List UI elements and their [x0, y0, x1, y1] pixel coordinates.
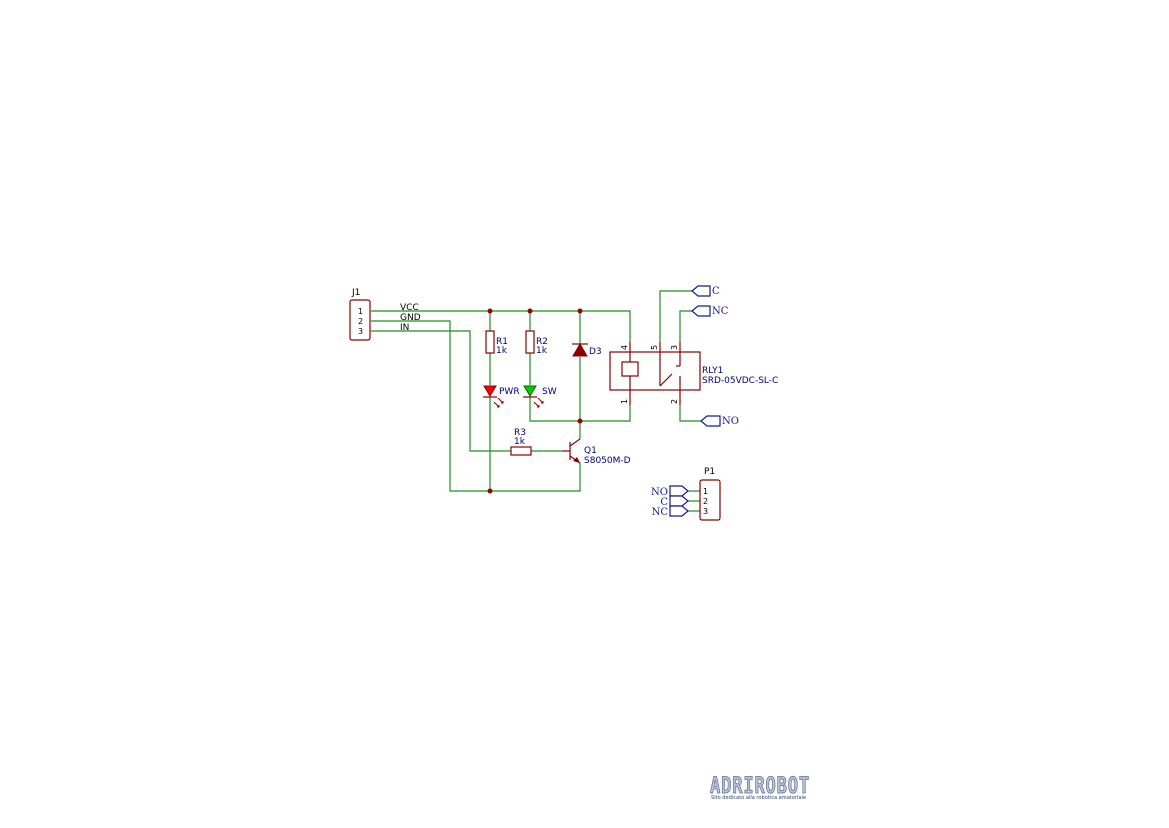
- wire-gnd: [371, 320, 581, 492]
- p1-port-no-shape: [669, 485, 689, 497]
- wire-no: [679, 405, 701, 422]
- junctions: [487, 308, 583, 494]
- led-sw[interactable]: SW: [523, 385, 557, 408]
- relay-coil: [621, 361, 639, 377]
- wires: [371, 290, 701, 512]
- relay-armature: [659, 373, 673, 387]
- port-c-shape: [691, 285, 711, 297]
- resistor-r1[interactable]: R1 1k: [485, 330, 508, 356]
- r1-value: 1k: [496, 346, 508, 356]
- q1-value: S8050M-D: [584, 456, 631, 466]
- port-no[interactable]: NO: [700, 415, 739, 427]
- logo-brand: ADRIROBOT: [710, 774, 810, 799]
- q1-collector-lead: [569, 438, 581, 447]
- resistor-r2[interactable]: R2 1k: [525, 330, 548, 356]
- r2-ref: R2: [536, 337, 548, 347]
- diode-d3[interactable]: D3: [572, 343, 602, 357]
- p1-pin-1: 1: [703, 487, 708, 496]
- p1-port-nc-shape: [669, 505, 689, 517]
- connector-p1[interactable]: P1 1 2 3 NO C NC: [651, 467, 721, 521]
- d3-triangle: [572, 343, 588, 357]
- led-pwr-label: PWR: [499, 387, 520, 397]
- q1-ref: Q1: [584, 446, 597, 456]
- p1-body: [699, 479, 721, 521]
- r3-ref: R3: [514, 428, 526, 438]
- transistor-q1[interactable]: Q1 S8050M-D: [562, 438, 631, 466]
- p1-port-c-label: C: [660, 497, 668, 508]
- led-sw-arrows: [533, 397, 544, 408]
- junction-dot: [487, 488, 493, 494]
- r3-value: 1k: [514, 437, 526, 447]
- port-nc-label: NC: [712, 306, 729, 317]
- relay-pin-1: 1: [620, 399, 629, 404]
- net-label-in: IN: [400, 323, 409, 333]
- led-pwr[interactable]: PWR: [483, 385, 520, 408]
- j1-body: [349, 299, 371, 341]
- net-label-gnd: GND: [400, 313, 421, 323]
- resistor-r3[interactable]: R3 1k: [510, 428, 532, 456]
- q1-emitter-arrow: [573, 457, 580, 463]
- led-sw-label: SW: [542, 387, 557, 397]
- p1-pin-2: 2: [703, 497, 708, 506]
- r1-body: [485, 330, 495, 354]
- led-pwr-arrows: [493, 397, 504, 408]
- wire-common: [659, 290, 692, 342]
- p1-pin-3: 3: [703, 507, 708, 516]
- relay-value: SRD-05VDC-SL-C: [702, 376, 778, 386]
- relay-rly1[interactable]: 4 5 3 1 2 RLY1 SRD-05VDC-SL-C: [609, 342, 778, 405]
- p1-port-nc-label: NC: [652, 507, 669, 518]
- port-nc[interactable]: NC: [691, 305, 729, 317]
- port-no-label: NO: [722, 416, 739, 427]
- logo-tagline: Sito dedicato alla robotica amatoriale: [711, 795, 807, 801]
- p1-ref: P1: [704, 467, 715, 477]
- port-c[interactable]: C: [691, 285, 720, 297]
- relay-pin-2: 2: [670, 399, 679, 404]
- j1-pin-1: 1: [358, 307, 363, 316]
- relay-pin-3: 3: [670, 345, 679, 350]
- connector-j1[interactable]: J1 1 2 3 VCC GND IN: [349, 288, 421, 341]
- d3-ref: D3: [589, 347, 602, 357]
- r2-value: 1k: [536, 346, 548, 356]
- junction-dot: [577, 418, 583, 424]
- port-no-shape: [700, 415, 721, 427]
- adrirobot-logo: ADRIROBOT Sito dedicato alla robotica am…: [710, 774, 810, 801]
- relay-body: [609, 351, 701, 391]
- led-sw-triangle: [523, 385, 537, 397]
- junction-dot: [577, 308, 583, 314]
- j1-pin-2: 2: [358, 317, 363, 326]
- p1-port-c-shape: [669, 495, 689, 507]
- r1-ref: R1: [496, 337, 508, 347]
- junction-dot: [527, 308, 533, 314]
- j1-pin-3: 3: [358, 327, 363, 336]
- wire-nc: [679, 310, 692, 342]
- junction-dot: [487, 308, 493, 314]
- r2-body: [525, 330, 535, 354]
- relay-pin-5: 5: [650, 345, 659, 350]
- relay-ref: RLY1: [702, 366, 723, 376]
- port-c-label: C: [712, 286, 720, 297]
- relay-pin-4: 4: [620, 345, 629, 350]
- port-nc-shape: [691, 305, 711, 317]
- led-pwr-triangle: [483, 385, 497, 397]
- net-label-vcc: VCC: [400, 303, 419, 313]
- r3-body: [510, 446, 532, 456]
- wire-vcc: [371, 310, 631, 342]
- p1-port-no-label: NO: [651, 487, 668, 498]
- j1-ref: J1: [351, 288, 360, 298]
